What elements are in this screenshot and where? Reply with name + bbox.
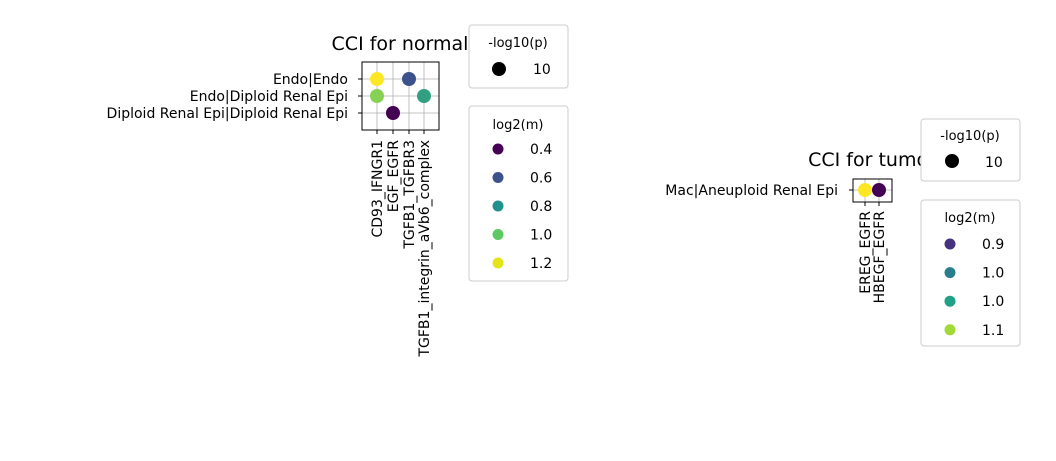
normal-color-legend-label: 1.2 — [530, 256, 552, 272]
tumor-size-legend: -log10(p) 10 — [920, 118, 1021, 182]
normal-size-legend: -log10(p) 10 — [468, 24, 569, 89]
tumor-y-tick-label: Mac|Aneuploid Renal Epi — [665, 183, 838, 199]
normal-color-legend-marker — [492, 229, 504, 240]
normal-size-legend-marker — [492, 62, 506, 76]
normal-size-legend-title: -log10(p) — [488, 36, 547, 51]
normal-x-tick-label: TGFB1_integrin_aVb6_complex — [417, 140, 433, 358]
tumor-data-point — [872, 183, 886, 197]
tumor-size-legend-box — [920, 118, 1021, 182]
normal-data-point — [370, 72, 384, 86]
normal-color-legend-label: 1.0 — [530, 228, 552, 244]
normal-data-point — [417, 89, 431, 103]
normal-y-tick-label: Endo|Diploid Renal Epi — [190, 89, 348, 105]
normal-data-point — [402, 72, 416, 86]
normal-y-tick-label: Endo|Endo — [273, 72, 348, 88]
tumor-data-point — [858, 183, 872, 197]
tumor-size-legend-label: 10 — [985, 155, 1003, 171]
normal-color-legend-title: log2(m) — [493, 118, 544, 133]
normal-color-legend-marker — [492, 172, 504, 183]
tumor-size-legend-title: -log10(p) — [940, 129, 999, 144]
normal-color-legend: log2(m) 0.4 0.6 0.8 1.0 1.2 — [468, 105, 569, 282]
tumor-color-legend-marker — [944, 324, 956, 336]
tumor-x-tick-label: EREG_EGFR — [858, 211, 874, 294]
tumor-x-tick-label: HBEGF_EGFR — [872, 211, 888, 304]
normal-color-legend-label: 0.6 — [530, 171, 552, 187]
normal-color-legend-marker — [492, 200, 504, 212]
tumor-color-legend-marker — [944, 295, 956, 307]
normal-y-tick-label: Diploid Renal Epi|Diploid Renal Epi — [107, 106, 348, 122]
normal-size-legend-box — [468, 24, 569, 89]
tumor-color-legend: log2(m) 0.9 1.0 1.0 1.1 — [920, 199, 1021, 347]
normal-points — [370, 72, 431, 120]
tumor-size-legend-marker — [945, 154, 959, 168]
tumor-chart: Mac|Aneuploid Renal Epi EREG_EGFRHBEGF_E… — [665, 118, 1021, 347]
tumor-color-legend-label: 1.0 — [982, 294, 1004, 310]
normal-data-point — [370, 89, 384, 103]
normal-color-legend-marker — [492, 143, 504, 155]
tumor-color-legend-label: 1.0 — [982, 266, 1004, 282]
tumor-y-axis: Mac|Aneuploid Renal Epi — [665, 183, 853, 199]
normal-data-point — [386, 106, 400, 120]
tumor-color-legend-label: 1.1 — [982, 323, 1004, 339]
normal-x-tick-label: CD93_IFNGR1 — [370, 140, 386, 238]
normal-color-legend-marker — [492, 257, 504, 269]
normal-x-tick-label: EGF_EGFR — [386, 140, 402, 212]
tumor-color-legend-box — [920, 199, 1021, 347]
normal-x-tick-label: TGFB1_TGFBR3 — [402, 140, 418, 250]
normal-size-legend-label: 10 — [533, 62, 551, 78]
tumor-color-legend-label: 0.9 — [982, 237, 1004, 253]
tumor-color-legend-marker — [944, 238, 956, 250]
tumor-points — [858, 183, 886, 197]
tumor-color-legend-marker — [944, 267, 956, 279]
normal-color-legend-label: 0.8 — [530, 199, 552, 215]
tumor-chart-title: CCI for tumor — [808, 149, 936, 171]
tumor-color-legend-title: log2(m) — [945, 211, 996, 226]
normal-chart-title: CCI for normal — [332, 33, 469, 55]
normal-color-legend-label: 0.4 — [530, 142, 552, 158]
